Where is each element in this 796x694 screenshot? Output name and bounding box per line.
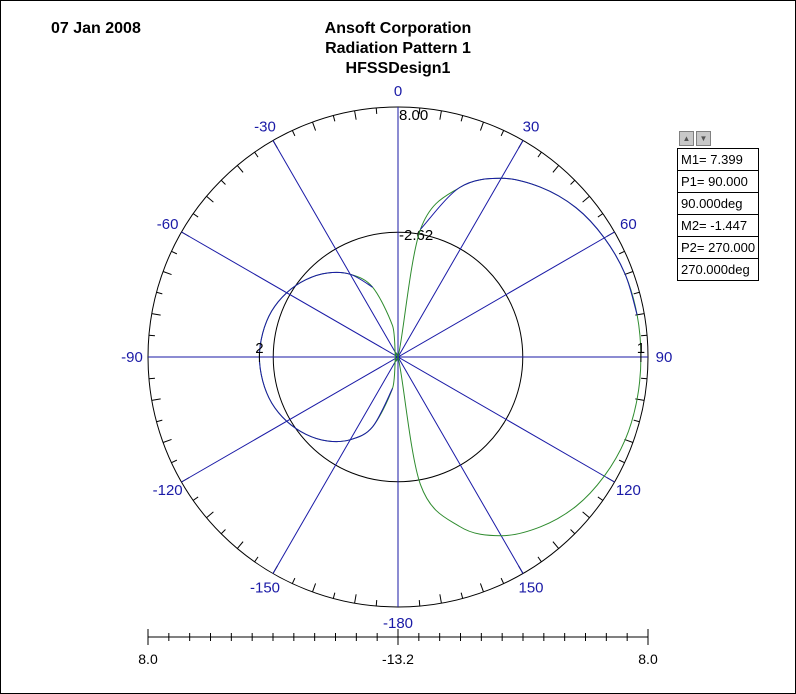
angle-label: -60 — [157, 216, 179, 233]
angle-tick — [618, 459, 625, 464]
angle-tick — [171, 459, 178, 464]
angle-tick — [552, 165, 560, 173]
angle-tick — [148, 377, 155, 380]
down-arrow-icon[interactable]: ▼ — [696, 131, 711, 146]
angle-label: -30 — [254, 119, 276, 136]
angle-tick — [192, 213, 199, 218]
marker-1-value: M1= 7.399 — [681, 152, 743, 167]
angle-tick — [439, 110, 442, 120]
marker-1-phi: P1= 90.000 — [678, 170, 758, 192]
angle-label: 90 — [656, 349, 673, 366]
angle-tick — [151, 313, 161, 316]
angle-tick — [192, 496, 199, 501]
angle-label: 60 — [620, 216, 637, 233]
angle-label: 0 — [394, 83, 402, 100]
angle-tick — [641, 334, 648, 337]
angle-tick — [236, 165, 244, 173]
angle-tick — [162, 271, 172, 276]
marker-scroll-buttons: ▲ ▼ — [677, 131, 759, 148]
angle-label: -150 — [250, 579, 280, 596]
angle-tick — [375, 107, 378, 114]
pattern-trace-blue — [420, 177, 638, 315]
angle-tick — [156, 291, 163, 295]
angle-tick — [537, 556, 542, 563]
angle-tick — [254, 151, 259, 158]
bottom-axis-center-label: -13.2 — [382, 651, 414, 667]
bottom-axis-right-label: 8.0 — [638, 651, 658, 667]
angle-tick — [552, 541, 560, 549]
angle-tick — [206, 511, 214, 519]
marker-1-label: 1 — [637, 340, 645, 357]
angle-tick — [570, 529, 576, 535]
angle-tick — [312, 583, 317, 593]
angle-label: 30 — [523, 119, 540, 136]
marker-2-value: M2= -1.447 — [681, 218, 748, 233]
angle-tick — [570, 179, 576, 185]
company-name: Ansoft Corporation — [324, 20, 472, 37]
angle-tick — [582, 511, 590, 519]
angle-tick — [332, 115, 336, 122]
angle-tick — [597, 213, 604, 218]
angle-tick — [291, 130, 296, 137]
marker-2-group: M2= -1.447 P2= 270.000 270.000deg — [677, 215, 759, 281]
marker-1-group: M1= 7.399 P1= 90.000 90.000deg — [677, 148, 759, 215]
design-name: HFSSDesign1 — [345, 60, 451, 77]
angle-tick — [479, 583, 484, 593]
pattern-trace-blue-back — [258, 271, 393, 443]
angle-tick — [641, 377, 648, 380]
ring-label-inner: -2.62 — [399, 227, 433, 244]
angle-label: -90 — [121, 349, 143, 366]
up-arrow-icon[interactable]: ▲ — [679, 131, 694, 146]
angle-tick — [439, 594, 442, 604]
bottom-axis-left-label: 8.0 — [138, 651, 158, 667]
angle-tick — [460, 115, 464, 122]
angle-tick — [582, 195, 590, 203]
angle-tick — [354, 594, 357, 604]
angle-tick — [597, 496, 604, 501]
angle-tick — [254, 556, 259, 563]
angle-tick — [148, 334, 155, 337]
angle-tick — [220, 179, 226, 185]
angle-tick — [500, 130, 505, 137]
angle-tick — [537, 151, 542, 158]
angle-tick — [418, 600, 421, 607]
angle-tick — [312, 121, 317, 131]
marker-1-angle: 90.000deg — [678, 192, 758, 214]
angle-tick — [162, 438, 172, 443]
angle-tick — [633, 419, 640, 423]
marker-2-phi: P2= 270.000 — [678, 236, 758, 258]
angle-tick — [291, 577, 296, 584]
angle-tick — [171, 250, 178, 255]
angle-tick — [624, 438, 634, 443]
marker-table: ▲ ▼ M1= 7.399 P1= 90.000 90.000deg M2= -… — [677, 131, 759, 281]
angle-tick — [332, 592, 336, 599]
angle-tick — [151, 398, 161, 401]
ring-label-max: 8.00 — [399, 107, 428, 124]
angle-tick — [220, 529, 226, 535]
marker-2-angle: 270.000deg — [678, 258, 758, 280]
angle-label: 150 — [518, 579, 543, 596]
angle-tick — [236, 541, 244, 549]
plot-date: 07 Jan 2008 — [51, 20, 141, 37]
angle-tick — [618, 250, 625, 255]
angle-tick — [500, 577, 505, 584]
angle-tick — [479, 121, 484, 131]
angle-label: -180 — [383, 615, 413, 632]
angle-tick — [418, 107, 421, 114]
angle-tick — [206, 195, 214, 203]
angle-tick — [633, 291, 640, 295]
angle-tick — [354, 110, 357, 120]
angle-label: 120 — [616, 482, 641, 499]
angle-label: -120 — [153, 482, 183, 499]
plot-title: Radiation Pattern 1 — [325, 40, 471, 57]
angle-tick — [156, 419, 163, 423]
angle-tick — [375, 600, 378, 607]
angle-tick — [460, 592, 464, 599]
marker-2-label: 2 — [255, 340, 263, 357]
angle-tick — [624, 271, 634, 276]
